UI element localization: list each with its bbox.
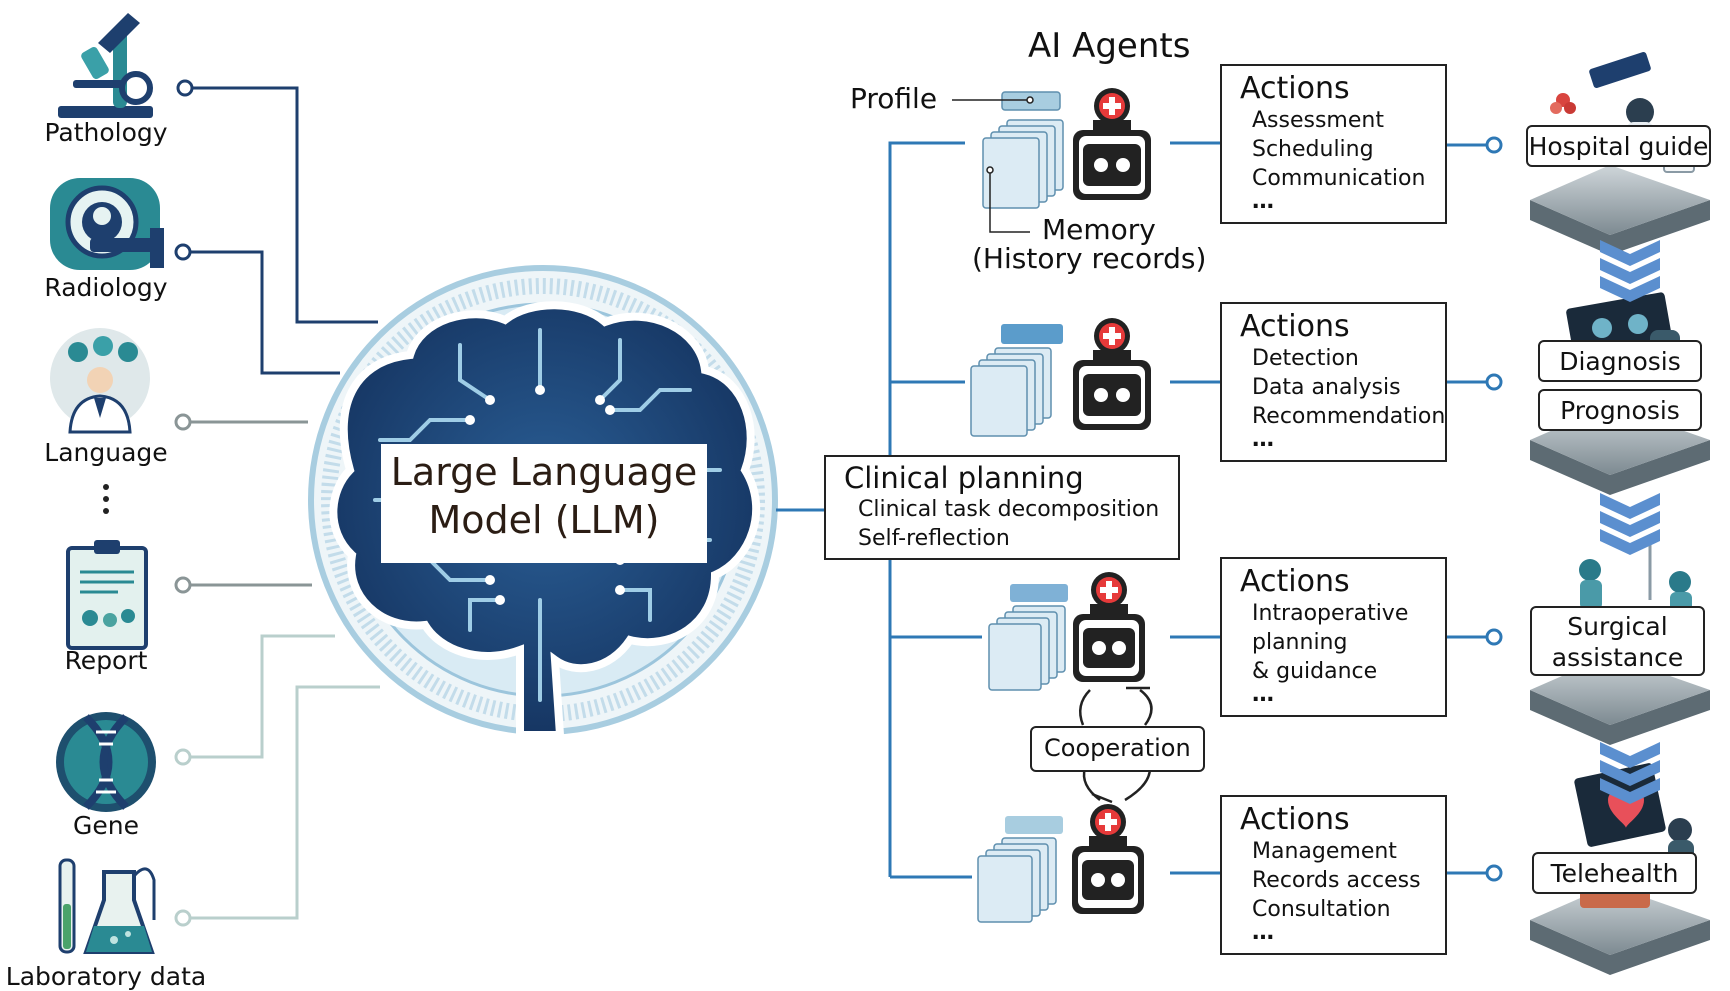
action-item: Assessment xyxy=(1252,108,1384,133)
action-item: Consultation xyxy=(1252,897,1391,922)
input-label-radiology: Radiology xyxy=(44,273,168,302)
clinical-planning-title: Clinical planning xyxy=(844,461,1084,495)
robot-icon xyxy=(1073,88,1151,200)
flask-icon xyxy=(58,858,156,954)
action-item: Intraoperative xyxy=(1252,601,1409,626)
memory-stack-icon xyxy=(982,119,1064,209)
scenario-surgical-line2: assistance xyxy=(1551,643,1684,672)
report-connector xyxy=(174,576,312,594)
actions-title: Actions xyxy=(1240,309,1350,344)
scenario-hospital-guide: Hospital guide xyxy=(1526,125,1711,167)
llm-label-line1: Large Language xyxy=(390,450,698,494)
action-ellipsis: … xyxy=(1252,189,1276,214)
input-label-laboratory: Laboratory data xyxy=(5,962,207,991)
actions-title: Actions xyxy=(1240,802,1350,837)
profile-callout xyxy=(952,96,1034,104)
memory-sub-label: (History records) xyxy=(972,242,1207,275)
agent-action-connectors xyxy=(1170,141,1220,875)
input-connectors xyxy=(174,79,380,927)
scenario-diagnosis: Diagnosis xyxy=(1538,340,1702,382)
scenario-surgical-line1: Surgical xyxy=(1567,612,1668,641)
hospital-guide-illustration xyxy=(1530,51,1710,255)
action-item: Scheduling xyxy=(1252,137,1374,162)
scenario-prognosis: Prognosis xyxy=(1538,389,1702,431)
agent-2 xyxy=(970,318,1151,437)
chevron-down-icon xyxy=(1600,742,1660,804)
pathology-connector xyxy=(176,79,378,324)
llm-label: Large Language Model (LLM) xyxy=(381,448,707,544)
agent-tree-connectors xyxy=(888,141,982,879)
robot-icon xyxy=(1073,318,1151,430)
doctor-chat-icon xyxy=(50,328,150,434)
input-label-report: Report xyxy=(64,646,148,675)
agent-3 xyxy=(988,572,1145,691)
clinical-planning-box: Clinical planning Clinical task decompos… xyxy=(824,455,1180,560)
clipboard-report-icon xyxy=(66,540,148,650)
agent-1 xyxy=(982,88,1151,209)
profile-card xyxy=(1010,584,1068,602)
planning-item-self-reflection: Self-reflection xyxy=(858,526,1010,551)
profile-card xyxy=(1005,816,1063,834)
action-item: & guidance xyxy=(1252,659,1378,684)
action-item: Data analysis xyxy=(1252,375,1401,400)
action-item: Communication xyxy=(1252,166,1426,191)
memory-stack-icon xyxy=(970,347,1052,437)
cooperation-label: Cooperation xyxy=(1030,726,1205,772)
action-ellipsis: … xyxy=(1252,427,1276,452)
action-ellipsis: … xyxy=(1252,682,1276,707)
action-ellipsis: … xyxy=(1252,920,1276,945)
input-label-language: Language xyxy=(44,438,168,467)
actions-box-1: Actions Assessment Scheduling Communicat… xyxy=(1220,64,1447,224)
action-item: Recommendation xyxy=(1252,404,1446,429)
memory-label: Memory xyxy=(1042,213,1156,246)
ai-agents-title: AI Agents xyxy=(1028,26,1191,66)
planning-item-decomposition: Clinical task decomposition xyxy=(858,497,1160,522)
chevron-down-icon xyxy=(1600,493,1660,555)
action-scenario-connectors xyxy=(1447,136,1503,882)
actions-title: Actions xyxy=(1240,564,1350,599)
scenario-surgical-assistance: Surgical assistance xyxy=(1530,606,1705,676)
microscope-icon xyxy=(58,13,153,118)
profile-label: Profile xyxy=(850,82,938,115)
llm-label-box xyxy=(381,444,707,563)
dna-icon xyxy=(56,712,156,812)
action-item: planning xyxy=(1252,630,1348,655)
memory-stack-icon xyxy=(977,837,1057,923)
memory-stack-icon xyxy=(988,605,1066,691)
scenario-telehealth: Telehealth xyxy=(1532,852,1697,894)
radiology-connector xyxy=(174,243,340,375)
profile-card xyxy=(1001,324,1063,344)
memory-callout xyxy=(986,166,1030,233)
robot-icon xyxy=(1073,572,1145,682)
action-item: Management xyxy=(1252,839,1397,864)
action-item: Records access xyxy=(1252,868,1421,893)
chevron-down-icon xyxy=(1600,240,1660,302)
gene-connector xyxy=(174,634,335,766)
input-label-pathology: Pathology xyxy=(44,118,168,147)
vertical-ellipsis xyxy=(103,484,109,514)
llm-label-line2: Model (LLM) xyxy=(428,498,660,542)
language-connector xyxy=(174,413,308,431)
reception-sign-icon xyxy=(1589,51,1651,89)
robot-icon xyxy=(1072,804,1144,914)
actions-title: Actions xyxy=(1240,71,1350,106)
lab-connector xyxy=(174,685,380,927)
action-item: Detection xyxy=(1252,346,1359,371)
actions-box-3: Actions Intraoperative planning & guidan… xyxy=(1220,557,1447,717)
actions-box-4: Actions Management Records access Consul… xyxy=(1220,795,1447,955)
actions-box-2: Actions Detection Data analysis Recommen… xyxy=(1220,302,1447,462)
agent-4 xyxy=(977,804,1144,923)
input-label-gene: Gene xyxy=(73,811,139,840)
mri-scanner-icon xyxy=(50,178,164,270)
